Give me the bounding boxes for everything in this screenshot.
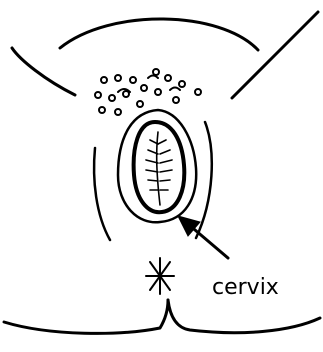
cervix-texture xyxy=(146,132,172,205)
upper-body-curve xyxy=(12,48,75,95)
anus-mark xyxy=(146,258,174,294)
buttocks-outline-right xyxy=(168,300,320,333)
upper-right-line xyxy=(232,12,318,98)
buttocks-outline xyxy=(4,300,168,333)
hair-marks xyxy=(95,69,201,115)
right-outer-curve xyxy=(196,122,212,238)
cervix-label: cervix xyxy=(212,275,279,300)
left-outer-curve xyxy=(94,148,110,240)
upper-arc xyxy=(60,19,258,50)
